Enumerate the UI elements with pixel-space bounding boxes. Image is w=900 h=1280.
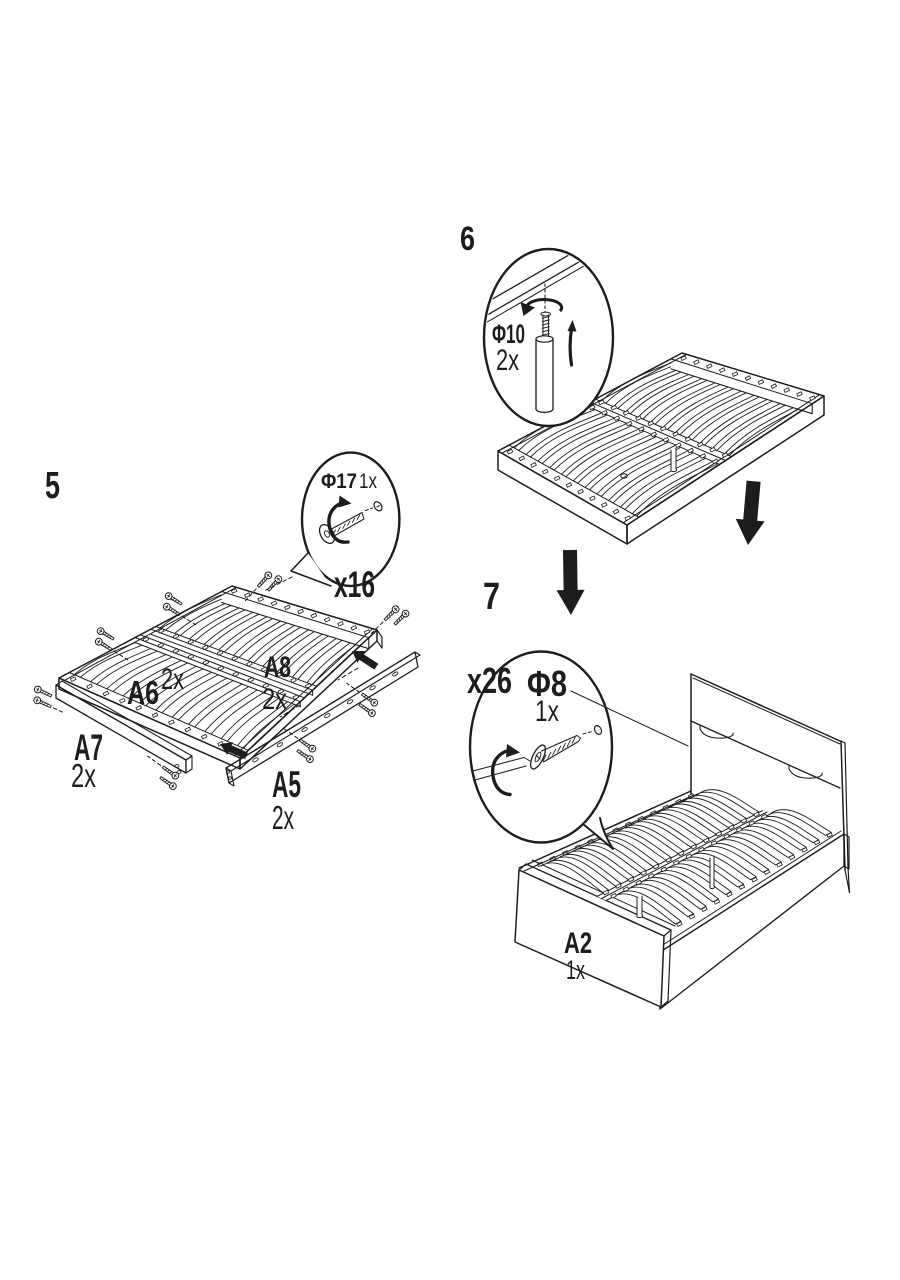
svg-text:A2: A2 xyxy=(564,927,592,960)
svg-text:1x: 1x xyxy=(359,470,377,493)
svg-text:7: 7 xyxy=(483,576,500,618)
svg-text:A7: A7 xyxy=(74,727,103,768)
svg-text:Φ10: Φ10 xyxy=(492,319,525,349)
svg-text:1x: 1x xyxy=(535,695,559,728)
svg-text:Φ17: Φ17 xyxy=(321,470,357,493)
svg-text:A5: A5 xyxy=(272,764,301,805)
svg-text:2x: 2x xyxy=(71,757,96,794)
svg-text:1x: 1x xyxy=(566,955,585,985)
svg-text:x26: x26 xyxy=(467,660,512,701)
svg-text:A8: A8 xyxy=(264,651,291,684)
svg-text:x16: x16 xyxy=(334,564,375,605)
svg-text:2x: 2x xyxy=(262,683,287,716)
svg-text:6: 6 xyxy=(460,220,475,258)
svg-text:A6: A6 xyxy=(127,674,159,711)
svg-text:5: 5 xyxy=(45,465,60,507)
svg-text:2x: 2x xyxy=(272,799,294,836)
svg-text:2x: 2x xyxy=(161,663,184,696)
svg-text:Φ8: Φ8 xyxy=(527,663,567,704)
svg-text:2x: 2x xyxy=(496,344,519,377)
